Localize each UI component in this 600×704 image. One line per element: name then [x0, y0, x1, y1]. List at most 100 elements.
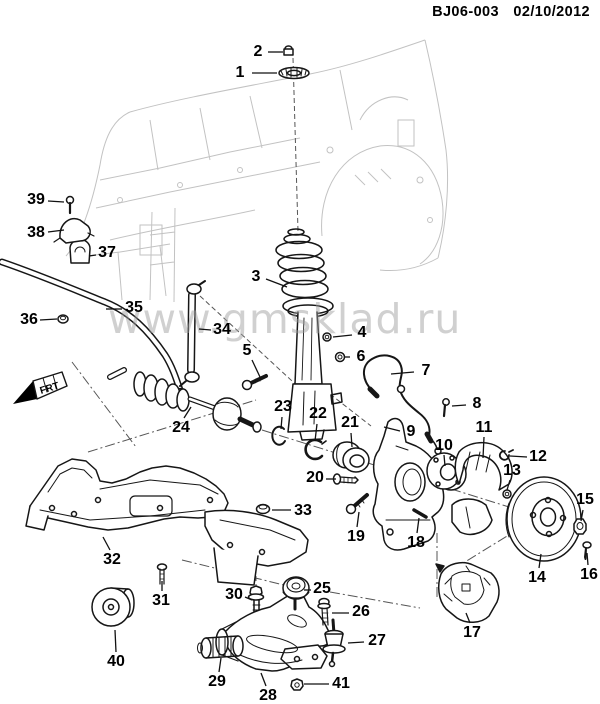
- ball-joint: [322, 618, 346, 668]
- leader-line-39: [47, 200, 65, 203]
- leader-line-10: [443, 454, 446, 467]
- callout-17: 17: [463, 624, 481, 641]
- leader-line-17: [465, 612, 471, 624]
- frt-text: FRT: [39, 381, 61, 397]
- control-arm-rear-bushing: [282, 576, 310, 611]
- callout-40: 40: [107, 653, 125, 670]
- wheel-bearing: [332, 441, 370, 473]
- callout-10: 10: [435, 437, 453, 454]
- callout-29: 29: [208, 673, 226, 690]
- callout-11: 11: [475, 419, 493, 436]
- leader-line-34: [198, 328, 212, 331]
- callout-2: 2: [253, 43, 263, 60]
- callout-20: 20: [306, 469, 324, 486]
- callout-14: 14: [528, 569, 546, 586]
- callout-26: 26: [352, 603, 370, 620]
- bracket-nut: [255, 503, 271, 515]
- strut-mount-nut: [283, 45, 294, 56]
- drawing-number: BJ06-003: [432, 4, 499, 20]
- frt-indicator: FRT: [13, 371, 68, 404]
- axle-shaft: [107, 367, 262, 433]
- callout-37: 37: [98, 244, 116, 261]
- callout-15: 15: [576, 491, 594, 508]
- leader-line-11: [482, 436, 485, 459]
- strut-nut-lower: [334, 351, 346, 363]
- leader-line-24: [183, 406, 192, 419]
- drawing-date: 02/10/2012: [513, 4, 590, 20]
- leader-line-32: [102, 536, 111, 551]
- leader-line-16: [586, 552, 589, 566]
- hub-cap-nut: [573, 518, 587, 535]
- callout-31: 31: [152, 592, 170, 609]
- vehicle-body-sketch: [65, 39, 449, 303]
- strut-assembly: [275, 228, 343, 441]
- strut-bolt: [241, 374, 268, 391]
- callout-32: 32: [103, 551, 121, 568]
- callout-22: 22: [309, 405, 327, 422]
- callout-3: 3: [251, 268, 261, 285]
- callout-38: 38: [27, 224, 45, 241]
- control-arm-front-bushing: [197, 635, 244, 659]
- callout-6: 6: [356, 348, 366, 365]
- callout-19: 19: [347, 528, 365, 545]
- callout-30: 30: [225, 586, 243, 603]
- leader-line-14: [538, 553, 542, 569]
- leader-line-18: [416, 517, 420, 534]
- callout-35: 35: [125, 299, 143, 316]
- leader-line-8: [451, 404, 467, 407]
- subframe-mount-bushing: [91, 587, 135, 627]
- leader-line-23: [280, 416, 283, 430]
- leader-line-3: [265, 278, 288, 288]
- leader-line-40: [114, 629, 117, 653]
- callout-34: 34: [213, 321, 231, 338]
- leader-line-12: [509, 455, 528, 458]
- callout-12: 12: [529, 448, 547, 465]
- leader-line-13: [506, 479, 511, 491]
- callout-25: 25: [313, 580, 331, 597]
- callout-9: 9: [406, 423, 416, 440]
- knuckle-bolt-diagonal: [345, 493, 369, 515]
- leader-line-19: [356, 511, 360, 528]
- arm-nut: [290, 678, 304, 691]
- splash-shield: [451, 442, 513, 536]
- callout-24: 24: [172, 419, 190, 436]
- rotor-screw: [582, 541, 592, 560]
- leader-line-38: [47, 229, 65, 233]
- leader-line-28: [260, 672, 267, 687]
- leader-line-21: [350, 432, 353, 448]
- subframe: [25, 458, 309, 586]
- callout-5: 5: [242, 342, 252, 359]
- leader-line-37: [88, 254, 97, 257]
- callout-7: 7: [421, 362, 431, 379]
- callout-23: 23: [274, 398, 292, 415]
- callout-33: 33: [294, 502, 312, 519]
- callout-39: 39: [27, 191, 45, 208]
- hose-bolt: [442, 398, 450, 418]
- stabilizer-link: [179, 280, 206, 387]
- leader-line-15: [580, 509, 584, 522]
- brake-hose: [363, 354, 442, 455]
- control-arm: [215, 592, 332, 672]
- callout-27: 27: [368, 632, 386, 649]
- callout-8: 8: [472, 395, 482, 412]
- stabilizer-nut: [57, 314, 69, 324]
- callout-41: 41: [332, 675, 350, 692]
- leader-line-30: [244, 596, 253, 601]
- callout-28: 28: [259, 687, 277, 704]
- callout-36: 36: [20, 311, 38, 328]
- leader-line-29: [218, 657, 222, 673]
- callout-16: 16: [580, 566, 598, 583]
- drawing-header: BJ06-003 02/10/2012: [422, 4, 590, 20]
- strut-mount-washer: [278, 66, 310, 80]
- leader-line-9: [383, 426, 401, 432]
- callout-4: 4: [357, 324, 367, 341]
- leader-line-22: [314, 423, 318, 442]
- brake-caliper: [435, 562, 500, 623]
- strut-nut-upper: [322, 332, 332, 342]
- leader-line-4: [332, 334, 353, 338]
- shield-clip: [498, 449, 514, 461]
- callout-13: 13: [503, 462, 521, 479]
